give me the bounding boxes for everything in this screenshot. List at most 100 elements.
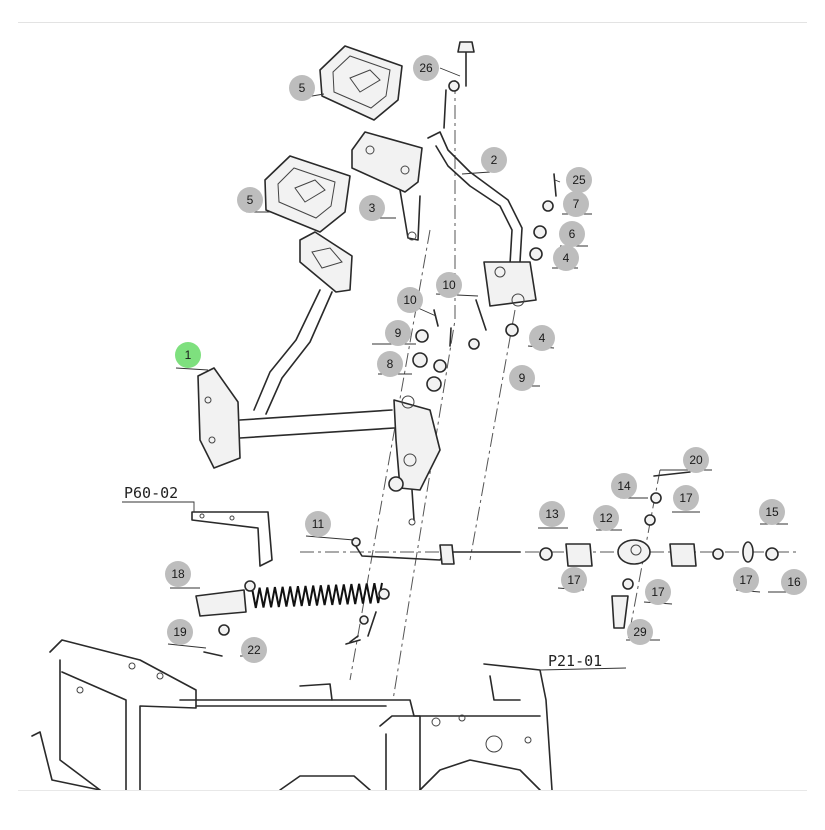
callout-number: 13 (545, 507, 559, 521)
callout-bubble (413, 55, 439, 81)
pedal-pad-lower (264, 155, 351, 233)
callout-bubble (781, 569, 807, 595)
linkage-rod (351, 537, 521, 565)
hardware-small-parts (388, 41, 557, 492)
callout-bubble (167, 619, 193, 645)
callout-number: 22 (247, 643, 261, 657)
pedal-assembly (197, 231, 441, 526)
bracket-p60 (122, 501, 273, 567)
brake-pedal-arm (351, 131, 423, 241)
callout-c12[interactable]: 12 (593, 505, 619, 531)
bottom-divider (18, 790, 807, 791)
callout-number: 18 (171, 567, 185, 581)
callout-c29[interactable]: 29 (627, 619, 653, 645)
callout-number: 17 (651, 585, 665, 599)
callout-c25[interactable]: 25 (566, 167, 592, 193)
callout-bubble (175, 342, 201, 368)
callout-number: 17 (679, 491, 693, 505)
callout-c26[interactable]: 26 (413, 55, 439, 81)
callout-number: 2 (491, 153, 498, 167)
callout-c1[interactable]: 1 (175, 342, 201, 368)
callout-number: 29 (633, 625, 647, 639)
callout-bubble (385, 320, 411, 346)
callout-number: 16 (787, 575, 801, 589)
callout-bubble (509, 365, 535, 391)
callout-c14[interactable]: 14 (611, 473, 637, 499)
callout-c19[interactable]: 19 (167, 619, 193, 645)
callout-c5a[interactable]: 5 (289, 75, 315, 101)
callout-bubble (673, 485, 699, 511)
callout-number: 11 (312, 517, 325, 531)
callout-bubble (436, 272, 462, 298)
callout-number: 15 (765, 505, 779, 519)
callout-bubble (539, 501, 565, 527)
callout-bubble (237, 187, 263, 213)
callout-c17c[interactable]: 17 (645, 579, 671, 605)
callout-bubble (683, 447, 709, 473)
callout-number: 10 (442, 278, 456, 292)
callout-number: 17 (567, 573, 581, 587)
callout-bubble (566, 167, 592, 193)
callout-c16[interactable]: 16 (781, 569, 807, 595)
callout-bubble (627, 619, 653, 645)
callout-bubble (733, 567, 759, 593)
top-divider (18, 22, 807, 23)
callout-number: 6 (569, 227, 576, 241)
chassis-frame (31, 639, 627, 791)
callout-bubble (529, 325, 555, 351)
callout-bubble (397, 287, 423, 313)
callout-bubble (481, 147, 507, 173)
callout-c4a[interactable]: 4 (553, 245, 579, 271)
callout-number: 17 (739, 573, 753, 587)
callout-number: 4 (539, 331, 546, 345)
callout-c3[interactable]: 3 (359, 195, 385, 221)
right-side-hardware (539, 471, 779, 629)
callout-number: 1 (185, 348, 192, 362)
callout-number: 10 (403, 293, 417, 307)
callout-bubble (359, 195, 385, 221)
callout-c6[interactable]: 6 (559, 221, 585, 247)
callout-number: 5 (299, 81, 306, 95)
callout-c10b[interactable]: 10 (436, 272, 462, 298)
callout-number: 12 (599, 511, 613, 525)
callout-c4b[interactable]: 4 (529, 325, 555, 351)
callout-c10a[interactable]: 10 (397, 287, 423, 313)
callout-c20[interactable]: 20 (683, 447, 709, 473)
ref-label-p21: P21-01 (548, 652, 602, 670)
callout-number: 14 (617, 479, 631, 493)
callout-number: 9 (519, 371, 526, 385)
ref-label-p60: P60-02 (124, 484, 178, 502)
callout-number: 26 (419, 61, 433, 75)
callout-c13[interactable]: 13 (539, 501, 565, 527)
callout-bubble (561, 567, 587, 593)
callout-bubble (759, 499, 785, 525)
callout-bubble (563, 191, 589, 217)
callout-bubble (165, 561, 191, 587)
callout-c17d[interactable]: 17 (733, 567, 759, 593)
callout-c17a[interactable]: 17 (673, 485, 699, 511)
callout-c7[interactable]: 7 (563, 191, 589, 217)
callout-c5b[interactable]: 5 (237, 187, 263, 213)
callout-c9a[interactable]: 9 (385, 320, 411, 346)
callout-number: 25 (572, 173, 586, 187)
callout-number: 8 (387, 357, 394, 371)
reference-labels: P60-02 P21-01 (124, 484, 602, 670)
callout-c8[interactable]: 8 (377, 351, 403, 377)
callout-c2[interactable]: 2 (481, 147, 507, 173)
callout-bubble (289, 75, 315, 101)
callout-number: 4 (563, 251, 570, 265)
callout-bubble (593, 505, 619, 531)
return-spring (195, 580, 390, 643)
callout-c17b[interactable]: 17 (561, 567, 587, 593)
callout-c18[interactable]: 18 (165, 561, 191, 587)
callout-c15[interactable]: 15 (759, 499, 785, 525)
callout-c11[interactable]: 11 (305, 511, 331, 537)
callout-c22[interactable]: 22 (241, 637, 267, 663)
callout-bubble (645, 579, 671, 605)
callout-bubble (611, 473, 637, 499)
callout-c9b[interactable]: 9 (509, 365, 535, 391)
callout-bubble (559, 221, 585, 247)
